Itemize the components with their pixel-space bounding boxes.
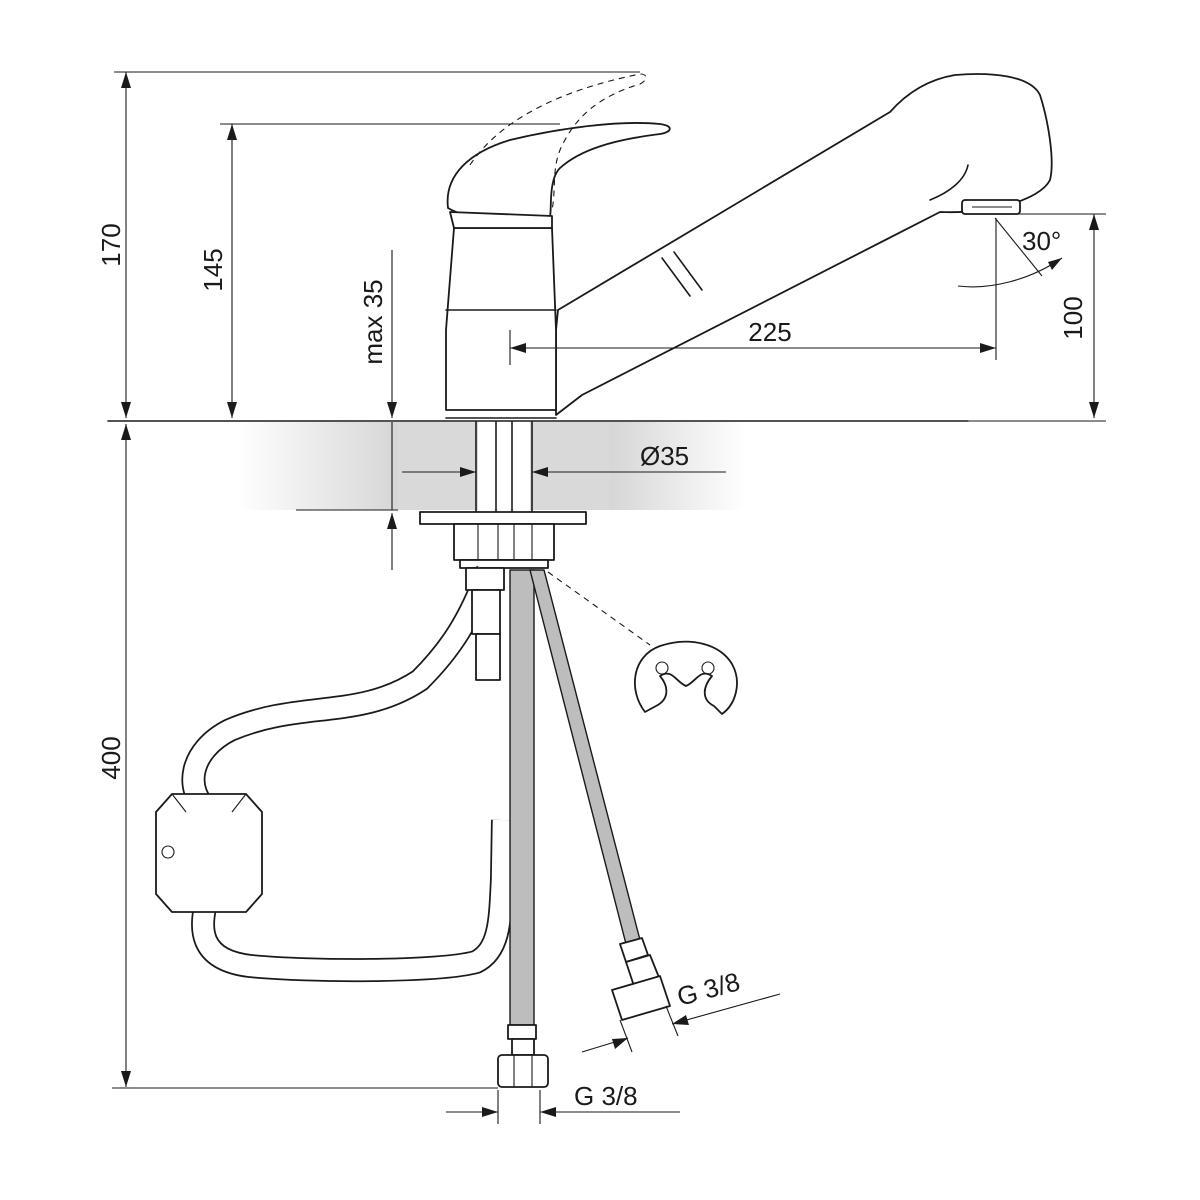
worktop-section [238, 422, 745, 510]
dim-thread-right: G 3/8 [674, 966, 743, 1011]
clip-leader-line [547, 571, 651, 646]
dim-hose-length: 400 [96, 736, 126, 779]
dim-spout-reach: 225 [748, 317, 791, 347]
hose-counterweight [155, 793, 263, 913]
shower-connector [465, 567, 505, 681]
dim-hole-diameter: Ø35 [640, 441, 689, 471]
supply-hose-right [529, 569, 671, 1021]
spout-ring [661, 257, 691, 297]
faucet-body [445, 227, 557, 419]
dim-spout-clearance: 100 [1058, 296, 1088, 339]
fixing-nut [453, 523, 555, 561]
dimension-lines [112, 71, 1106, 1124]
lever-open-position [469, 73, 647, 211]
dim-thread-left: G 3/8 [574, 1081, 638, 1111]
dim-total-height: 170 [96, 223, 126, 266]
mounting-shank [419, 421, 587, 569]
dim-max-thickness: max 35 [358, 279, 388, 364]
spray-angle-line [994, 217, 1043, 277]
lever-handle [446, 73, 671, 229]
shower-hose [155, 565, 515, 983]
dim-lever-height: 145 [198, 248, 228, 291]
supply-hose-left [497, 569, 549, 1088]
dim-spray-angle: 30° [1022, 226, 1061, 256]
mounting-plate [419, 511, 587, 525]
horseshoe-clip [633, 640, 738, 715]
pullout-spout [555, 73, 1053, 416]
